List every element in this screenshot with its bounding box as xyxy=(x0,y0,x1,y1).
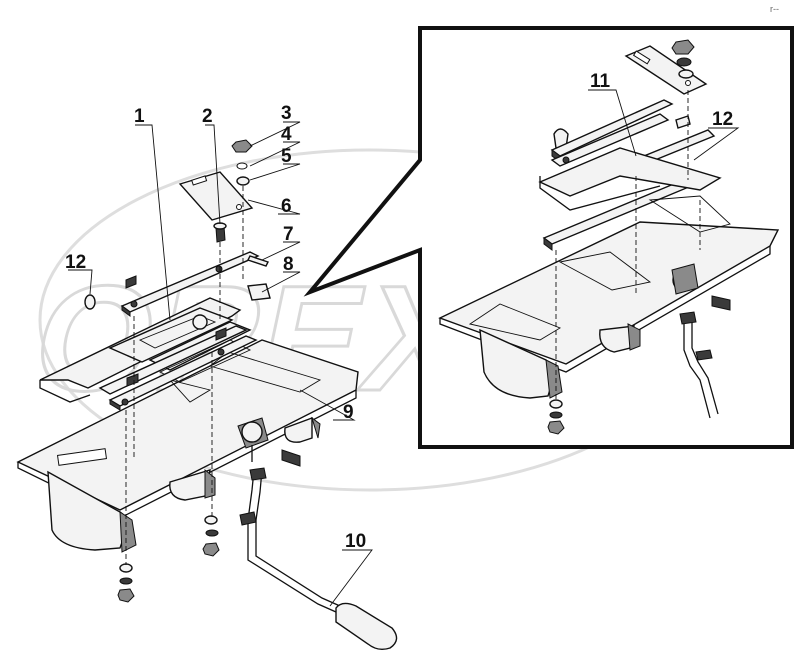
callout-7: 7 xyxy=(283,224,294,245)
adjusting-lever xyxy=(247,469,337,613)
callout-8: 8 xyxy=(283,254,294,275)
leader-lines xyxy=(68,89,740,607)
callouts: 1 2 3 4 5 6 7 8 9 10 12 11 12 xyxy=(65,71,733,552)
callout-3: 3 xyxy=(281,103,292,124)
callout-4: 4 xyxy=(281,124,292,145)
callout-9: 9 xyxy=(343,402,354,423)
callout-1: 1 xyxy=(134,106,145,127)
callout-11: 11 xyxy=(590,71,611,92)
nut-3 xyxy=(231,139,253,153)
inset-base-tray xyxy=(438,221,780,365)
callout-12-inset: 12 xyxy=(712,109,733,130)
callout-2: 2 xyxy=(202,106,213,127)
corner-mark: r-- xyxy=(770,4,779,14)
callout-12-main: 12 xyxy=(65,252,86,273)
lever-handle xyxy=(335,602,398,651)
main-assembly xyxy=(16,139,398,651)
callout-10: 10 xyxy=(345,531,366,552)
callout-5: 5 xyxy=(281,146,292,167)
inset-assembly xyxy=(438,39,780,435)
callout-6: 6 xyxy=(281,196,292,217)
